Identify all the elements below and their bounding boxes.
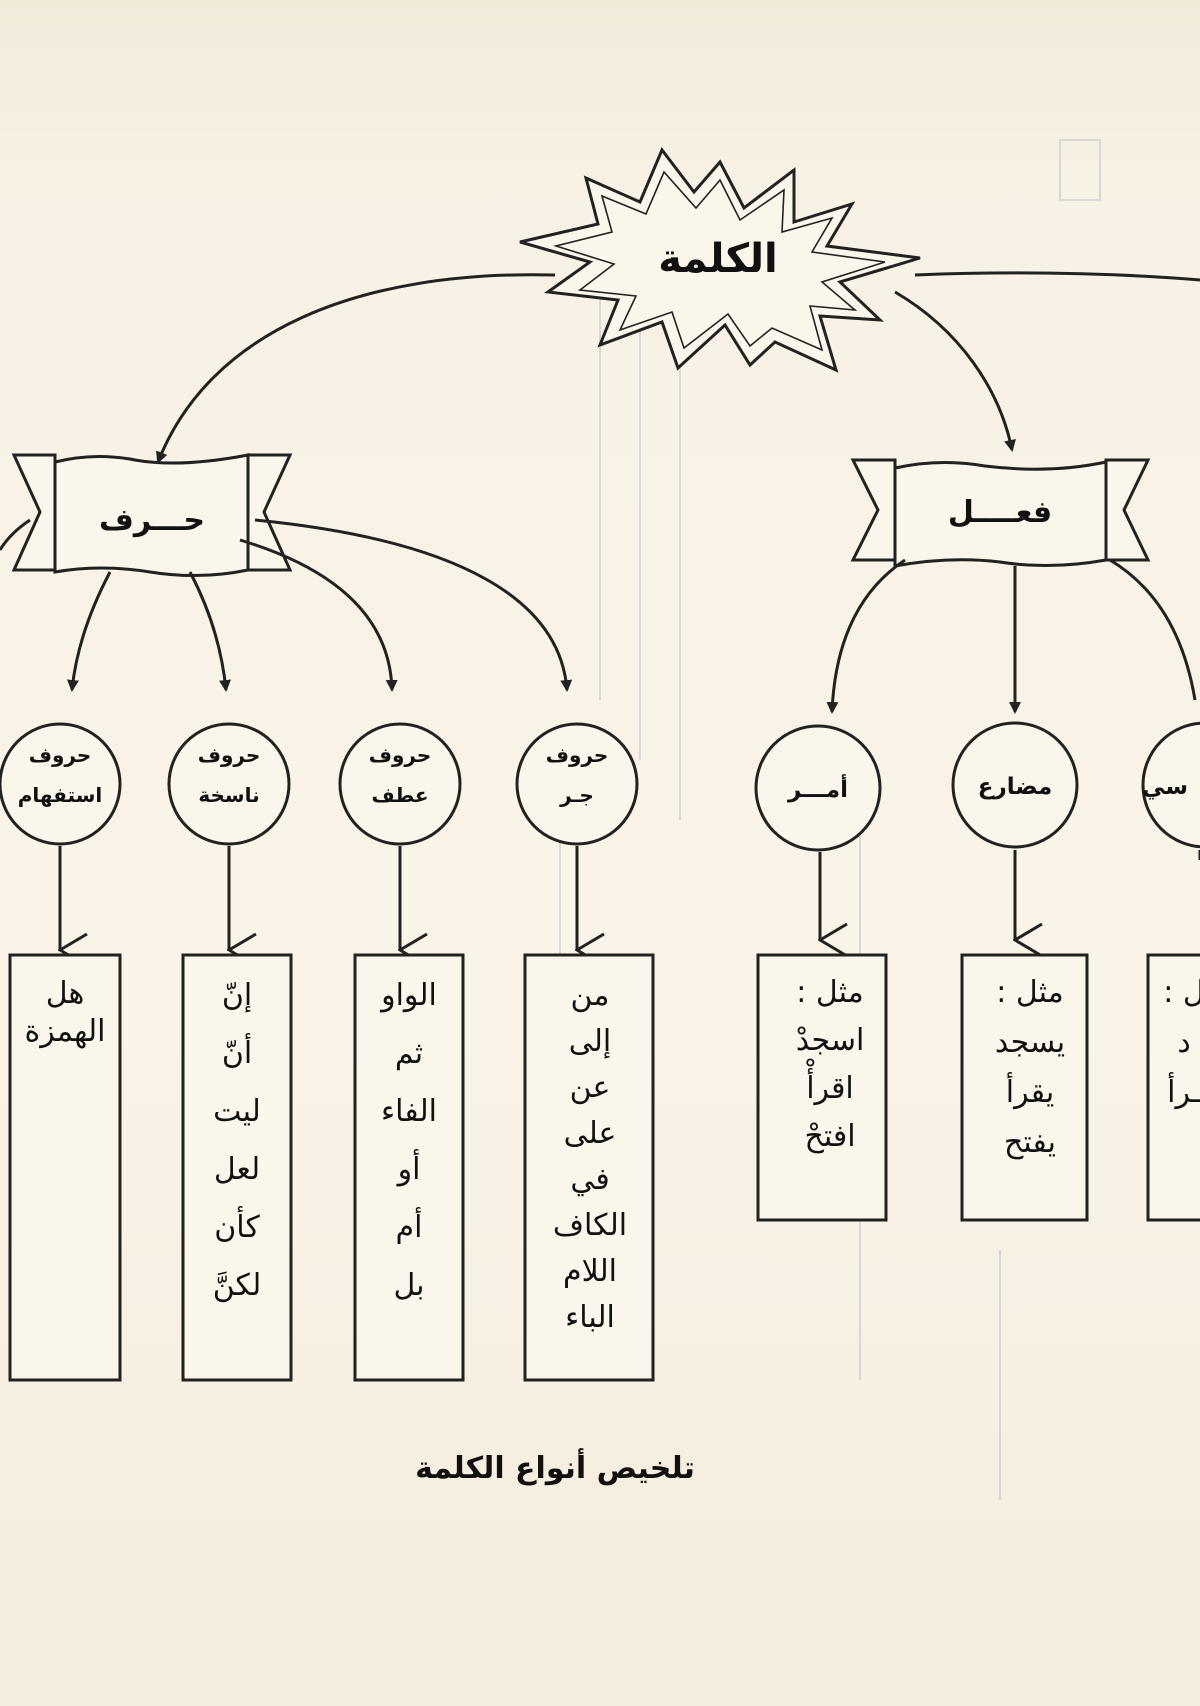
nasikha-example-item: أنّ bbox=[222, 1032, 252, 1071]
fiil-node: فعــــل bbox=[850, 458, 1151, 568]
harf-label: حـــرف bbox=[99, 503, 205, 538]
atf-example-item: بل bbox=[393, 1268, 424, 1303]
atf-example-item: أو bbox=[396, 1148, 421, 1187]
mudari-example-item: يفتح bbox=[1004, 1125, 1056, 1160]
fiil-banner-ribbon-left bbox=[850, 458, 897, 562]
nasikha-example-item: إنّ bbox=[222, 978, 252, 1013]
arrow-root-to-harf bbox=[156, 273, 556, 464]
amr-examples-box bbox=[756, 953, 888, 1222]
jarr-example-item: الباء bbox=[565, 1300, 615, 1335]
harf-type-connectors bbox=[60, 846, 577, 950]
diagram-caption: تلخيص أنواع الكلمة bbox=[415, 1448, 695, 1486]
arrow-harf-to-offscreen bbox=[0, 518, 31, 551]
fiil-banner-body bbox=[893, 460, 1108, 568]
jarr-example-item: إلى bbox=[569, 1024, 611, 1059]
fiil-type-amr-label: أمـــر bbox=[787, 773, 848, 803]
fiil-type-mudari-label: مضارع bbox=[978, 774, 1053, 800]
root-label: الكلمة bbox=[658, 236, 777, 282]
mudari-example-item: يسجد bbox=[995, 1025, 1065, 1060]
harf-type-nasikha-line2: ناسخة bbox=[198, 783, 259, 807]
harf-type-istifham-line1: حروف bbox=[29, 743, 92, 767]
harf-type-istifham: حروف استفهام bbox=[0, 722, 122, 846]
jarr-example-item: اللام bbox=[563, 1254, 617, 1289]
example-lists: من إلى عن على في الكاف اللام الباء الواو ثم الفاء أ… bbox=[25, 975, 1200, 1335]
harf-type-atf: حروف عطف bbox=[338, 722, 462, 846]
madi-example-item: ل : bbox=[1163, 975, 1200, 1010]
jarr-example-item: الكاف bbox=[553, 1208, 627, 1243]
atf-example-item: ثم bbox=[395, 1036, 423, 1071]
harf-arrows bbox=[67, 518, 573, 692]
harf-type-istifham-line2: استفهام bbox=[18, 783, 102, 807]
amr-example-item: مثل : bbox=[796, 975, 864, 1010]
harf-type-nasikha: حروف ناسخة bbox=[167, 722, 291, 846]
mudari-example-item: يقرأ bbox=[1006, 1071, 1054, 1110]
harf-type-atf-line2: عطف bbox=[372, 783, 429, 807]
fiil-label: فعــــل bbox=[948, 495, 1052, 530]
atf-example-item: الواو bbox=[379, 978, 437, 1013]
harf-type-jarr-line2: جـر bbox=[559, 783, 594, 807]
mudari-examples-box bbox=[960, 953, 1089, 1222]
nasikha-example-item: ليت bbox=[213, 1094, 261, 1129]
arrow-root-to-offscreen bbox=[914, 271, 1200, 282]
istifham-example-item: هل bbox=[46, 976, 85, 1011]
atf-example-item: الفاء bbox=[381, 1094, 437, 1129]
starburst-shape bbox=[519, 147, 921, 373]
istifham-examples-box bbox=[8, 953, 122, 1382]
fiil-type-mudari: مضارع bbox=[951, 721, 1079, 849]
madi-examples-box bbox=[1146, 953, 1200, 1222]
fiil-banner-ribbon-right bbox=[1104, 458, 1151, 562]
harf-type-atf-line1: حروف bbox=[369, 743, 432, 767]
harf-banner-body bbox=[53, 453, 250, 578]
root-node: الكلمة bbox=[519, 147, 921, 373]
starburst-inner bbox=[553, 170, 886, 352]
nasikha-examples-box bbox=[181, 953, 293, 1382]
amr-example-item: اسجدْ bbox=[796, 1023, 865, 1058]
fiil-arrows bbox=[826, 558, 1197, 714]
harf-banner-ribbon bbox=[11, 453, 57, 572]
jarr-example-item: على bbox=[564, 1116, 617, 1151]
harf-type-nasikha-line1: حروف bbox=[198, 743, 261, 767]
jarr-example-item: من bbox=[571, 978, 610, 1013]
nasikha-example-item: لعل bbox=[214, 1152, 260, 1187]
madi-example-item: د bbox=[1177, 1025, 1190, 1060]
fiil-type-madi-label: سي bbox=[1142, 774, 1188, 800]
madi-example-item: ـرأ bbox=[1167, 1071, 1200, 1110]
fiil-type-connectors bbox=[820, 850, 1200, 940]
amr-example-item: افتحْ bbox=[804, 1119, 855, 1154]
fiil-type-madi: سي bbox=[1141, 721, 1200, 849]
harf-node: حـــرف bbox=[11, 453, 293, 578]
atf-example-item: أم bbox=[396, 1206, 423, 1245]
jarr-examples-box bbox=[523, 953, 655, 1382]
jarr-example-item: في bbox=[570, 1162, 609, 1197]
fiil-type-amr: أمـــر bbox=[754, 724, 882, 852]
atf-examples-box bbox=[353, 953, 465, 1382]
nasikha-example-item: لكنَّ bbox=[213, 1268, 262, 1303]
harf-banner-ribbon-right bbox=[246, 453, 293, 572]
nasikha-example-item: كأن bbox=[214, 1205, 260, 1245]
arrow-root-to-fiil bbox=[894, 290, 1016, 452]
harf-type-jarr-line1: حروف bbox=[546, 743, 609, 767]
istifham-example-item: الهمزة bbox=[25, 1014, 106, 1049]
jarr-example-item: عن bbox=[570, 1070, 611, 1105]
mudari-example-item: مثل : bbox=[996, 975, 1064, 1010]
harf-type-jarr: حروف جـر bbox=[515, 722, 639, 846]
